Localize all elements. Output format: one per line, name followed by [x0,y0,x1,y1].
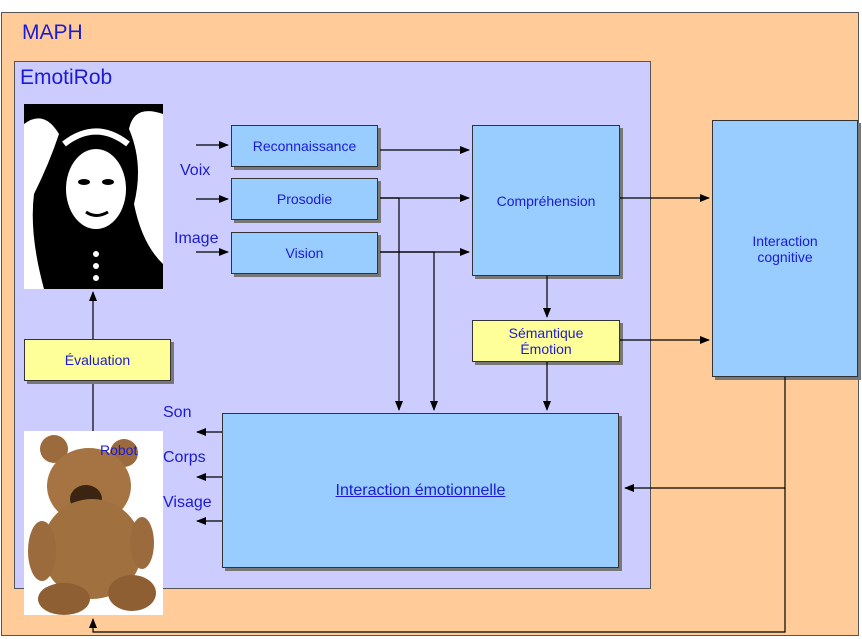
vision-box: Vision [231,232,378,274]
semantique-emotion-label: Sémantique Émotion [508,325,584,357]
robot-label: Robot [100,442,138,458]
reconnaissance-label: Reconnaissance [252,138,357,154]
comprehension-box: Compréhension [472,125,620,276]
emotirob-title: EmotiRob [20,66,113,89]
prosodie-to-emotion-arrow [380,197,403,411]
visage-label: Visage [163,494,212,511]
semantique-emotion-box: Sémantique Émotion [472,320,620,362]
maph-title: MAPH [22,21,83,44]
vision-label: Vision [285,245,324,261]
prosodie-box: Prosodie [231,178,378,220]
corps-label: Corps [163,449,206,466]
person-photo [24,104,163,289]
vision-to-emotion-arrow [380,251,438,411]
interaction-emotionnelle-box: Interaction émotionnelle [222,413,619,568]
prosodie-label: Prosodie [276,191,333,207]
robot-photo [24,431,163,615]
son-label: Son [163,404,192,421]
interaction-emotionnelle-label: Interaction émotionnelle [335,481,506,499]
evaluation-box: Évaluation [24,339,171,381]
comprehension-label: Compréhension [496,192,596,209]
interaction-cognitive-box: Interaction cognitive [712,120,858,377]
evaluation-label: Évaluation [64,352,131,368]
voix-label: Voix [180,162,211,179]
interaction-cognitive-label: Interaction cognitive [752,232,818,265]
reconnaissance-box: Reconnaissance [231,125,378,167]
image-label: Image [174,230,219,247]
feedback-to-robot-arrow [89,488,786,633]
cognitive-to-emotion-arrow [624,377,786,492]
